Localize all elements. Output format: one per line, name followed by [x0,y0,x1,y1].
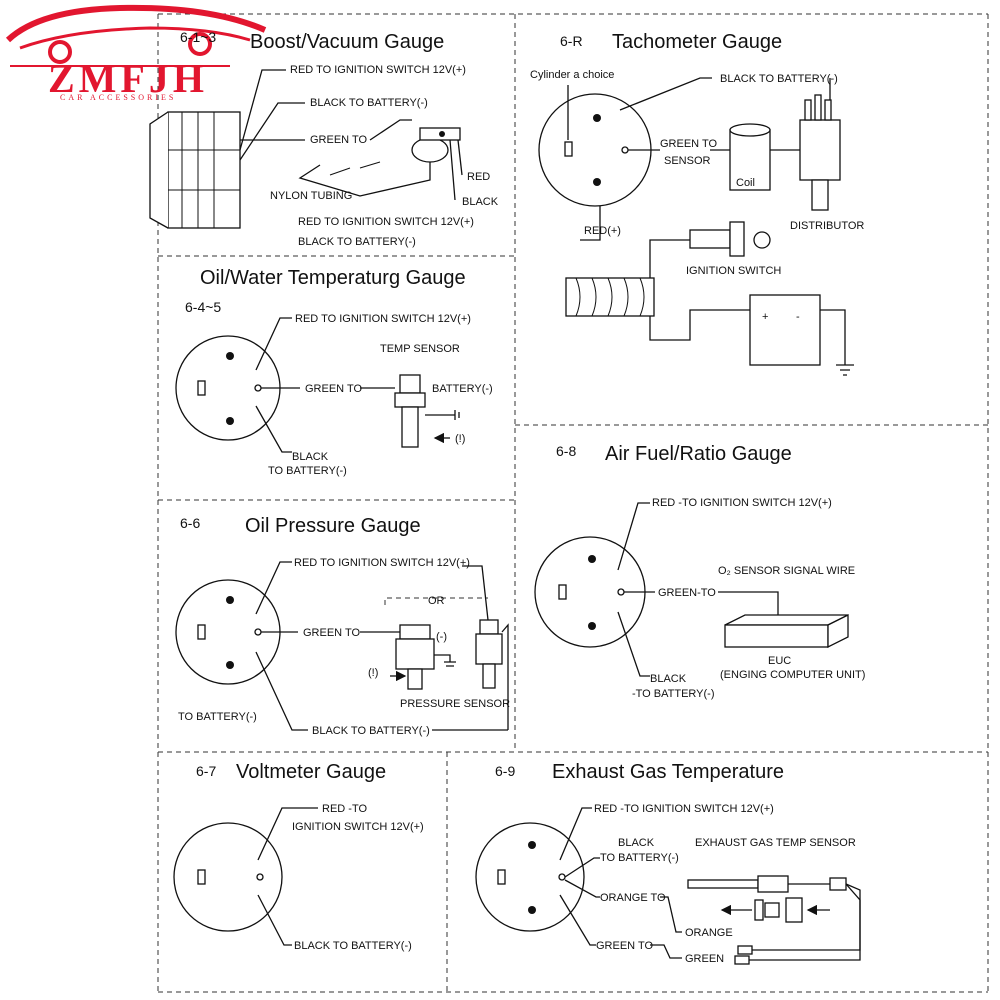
oilpress-black-label: BLACK TO BATTERY(-) [312,725,430,737]
tacho-distributor [799,94,841,211]
afr-green-label: GREEN-TO [658,587,716,599]
oilwater-battery-label: BATTERY(-) [432,383,493,395]
volt-red2-label: IGNITION SWITCH 12V(+) [292,821,424,833]
oilpress-or-label: OR [428,595,445,607]
tacho-battery: + - [749,294,821,366]
volt-red1-label: RED -TO [322,803,367,815]
oilwater-green-label: GREEN TO [305,383,362,395]
boost-tubing-label: NYLON TUBING [270,190,352,202]
oilpress-gauge-face [175,579,281,685]
tacho-cylinder-label: Cylinder a choice [530,69,614,81]
afr-black2-label: -TO BATTERY(-) [632,688,715,700]
oilpress-code: 6-6 [180,515,200,531]
afr-red-label: RED -TO IGNITION SWITCH 12V(+) [652,497,832,509]
section-tachometer: 6-R Tachometer Gauge Cylinder a choice B… [530,31,864,376]
oilpress-minus-label: (-) [436,631,447,643]
egt-black2-label: TO BATTERY(-) [600,852,679,864]
oilpress-sender-tall [475,619,503,689]
section-voltmeter: 6-7 Voltmeter Gauge RED -TO IGNITION SWI… [173,761,424,952]
boost-sender [411,127,461,163]
afr-code: 6-8 [556,443,576,459]
tacho-green1-label: GREEN TO [660,138,717,150]
boost-red-label: RED TO IGNITION SWITCH 12V(+) [290,64,466,76]
svg-text:-: - [796,311,800,323]
egt-gauge-face [475,822,585,932]
section-oil-pressure: 6-6 Oil Pressure Gauge RED TO IGNITION S… [175,515,510,737]
brand-tagline: CAR ACCESSORIES [60,93,176,102]
boost-code: 6-1~3 [180,29,216,45]
section-boost-vacuum: 6-1~3 Boost/Vacuum Gauge RED TO IGNITION… [149,29,499,248]
egt-green-to-label: GREEN TO [596,940,653,952]
tacho-ignition-label: IGNITION SWITCH [686,265,781,277]
volt-code: 6-7 [196,763,216,779]
egt-black1-label: BLACK [618,837,655,849]
oilpress-battery-label: TO BATTERY(-) [178,711,257,723]
oilpress-title: Oil Pressure Gauge [245,515,421,537]
tacho-green2-label: SENSOR [664,155,711,167]
tacho-code: 6-R [560,33,583,49]
volt-title: Voltmeter Gauge [236,761,386,783]
tacho-harness [565,277,655,317]
oilwater-sensor-label: TEMP SENSOR [380,343,460,355]
brand-name: ZMFJH [48,56,208,101]
boost-gauge-side-view [149,111,241,229]
section-oil-water-temp: Oil/Water Temperaturg Gauge 6-4~5 RED TO… [175,267,493,477]
egt-red-label: RED -TO IGNITION SWITCH 12V(+) [594,803,774,815]
afr-euc1-label: EUC [768,655,791,667]
boost-green-label: GREEN TO [310,134,367,146]
oilwater-code: 6-4~5 [185,299,221,315]
oilwater-title: Oil/Water Temperaturg Gauge [200,267,466,289]
afr-gauge-face [534,536,646,648]
oilpress-note: (!) [368,667,378,679]
egt-code: 6-9 [495,763,515,779]
oilpress-sender-round [395,624,435,690]
oilwater-red-label: RED TO IGNITION SWITCH 12V(+) [295,313,471,325]
section-air-fuel-ratio: 6-8 Air Fuel/Ratio Gauge RED -TO IGNITIO… [534,443,865,700]
volt-black-label: BLACK TO BATTERY(-) [294,940,412,952]
egt-sensor-probe [687,875,861,965]
oilwater-black2-label: TO BATTERY(-) [268,465,347,477]
oilwater-temp-sensor [394,374,426,448]
egt-orange-label: ORANGE [685,927,733,939]
tacho-distributor-label: DISTRIBUTOR [790,220,864,232]
boost-red-short: RED [467,171,490,183]
svg-text:+: + [762,311,768,323]
tacho-black-label: BLACK TO BATTERY(-) [720,73,838,85]
afr-euc2-label: (ENGING COMPUTER UNIT) [720,669,865,681]
oilwater-gauge-face [175,335,281,441]
brand-logo: ZMFJH CAR ACCESSORIES [5,4,267,102]
egt-fittings [720,897,830,923]
tacho-coil: Coil [729,123,771,191]
boost-black2-label: BLACK TO BATTERY(-) [298,236,416,248]
egt-title: Exhaust Gas Temperature [552,761,784,783]
afr-black1-label: BLACK [650,673,687,685]
volt-gauge-face [173,822,283,932]
boost-title: Boost/Vacuum Gauge [250,31,444,53]
egt-green-label: GREEN [685,953,724,965]
section-exhaust-gas-temp: 6-9 Exhaust Gas Temperature RED -TO IGNI… [475,761,861,965]
tacho-gauge-face [538,93,652,207]
oilwater-note: (!) [455,433,465,445]
oilpress-sensor-label: PRESSURE SENSOR [400,698,510,710]
egt-sensor-label: EXHAUST GAS TEMP SENSOR [695,837,856,849]
tacho-red-label: RED(+) [584,225,621,237]
oilpress-green-label: GREEN TO [303,627,360,639]
tacho-title: Tachometer Gauge [612,31,782,53]
afr-title: Air Fuel/Ratio Gauge [605,443,792,465]
tacho-coil-label: Coil [736,177,755,189]
tacho-ignition-switch [689,221,771,257]
egt-orange-to-label: ORANGE TO [600,892,666,904]
oilwater-black1-label: BLACK [292,451,329,463]
boost-black-label: BLACK TO BATTERY(-) [310,97,428,109]
afr-ecu-box [724,613,849,649]
oilpress-red-label: RED TO IGNITION SWITCH 12V(+) [294,557,470,569]
boost-black-short: BLACK [462,196,499,208]
boost-red2-label: RED TO IGNITION SWITCH 12V(+) [298,216,474,228]
afr-o2-label: O₂ SENSOR SIGNAL WIRE [718,565,855,577]
